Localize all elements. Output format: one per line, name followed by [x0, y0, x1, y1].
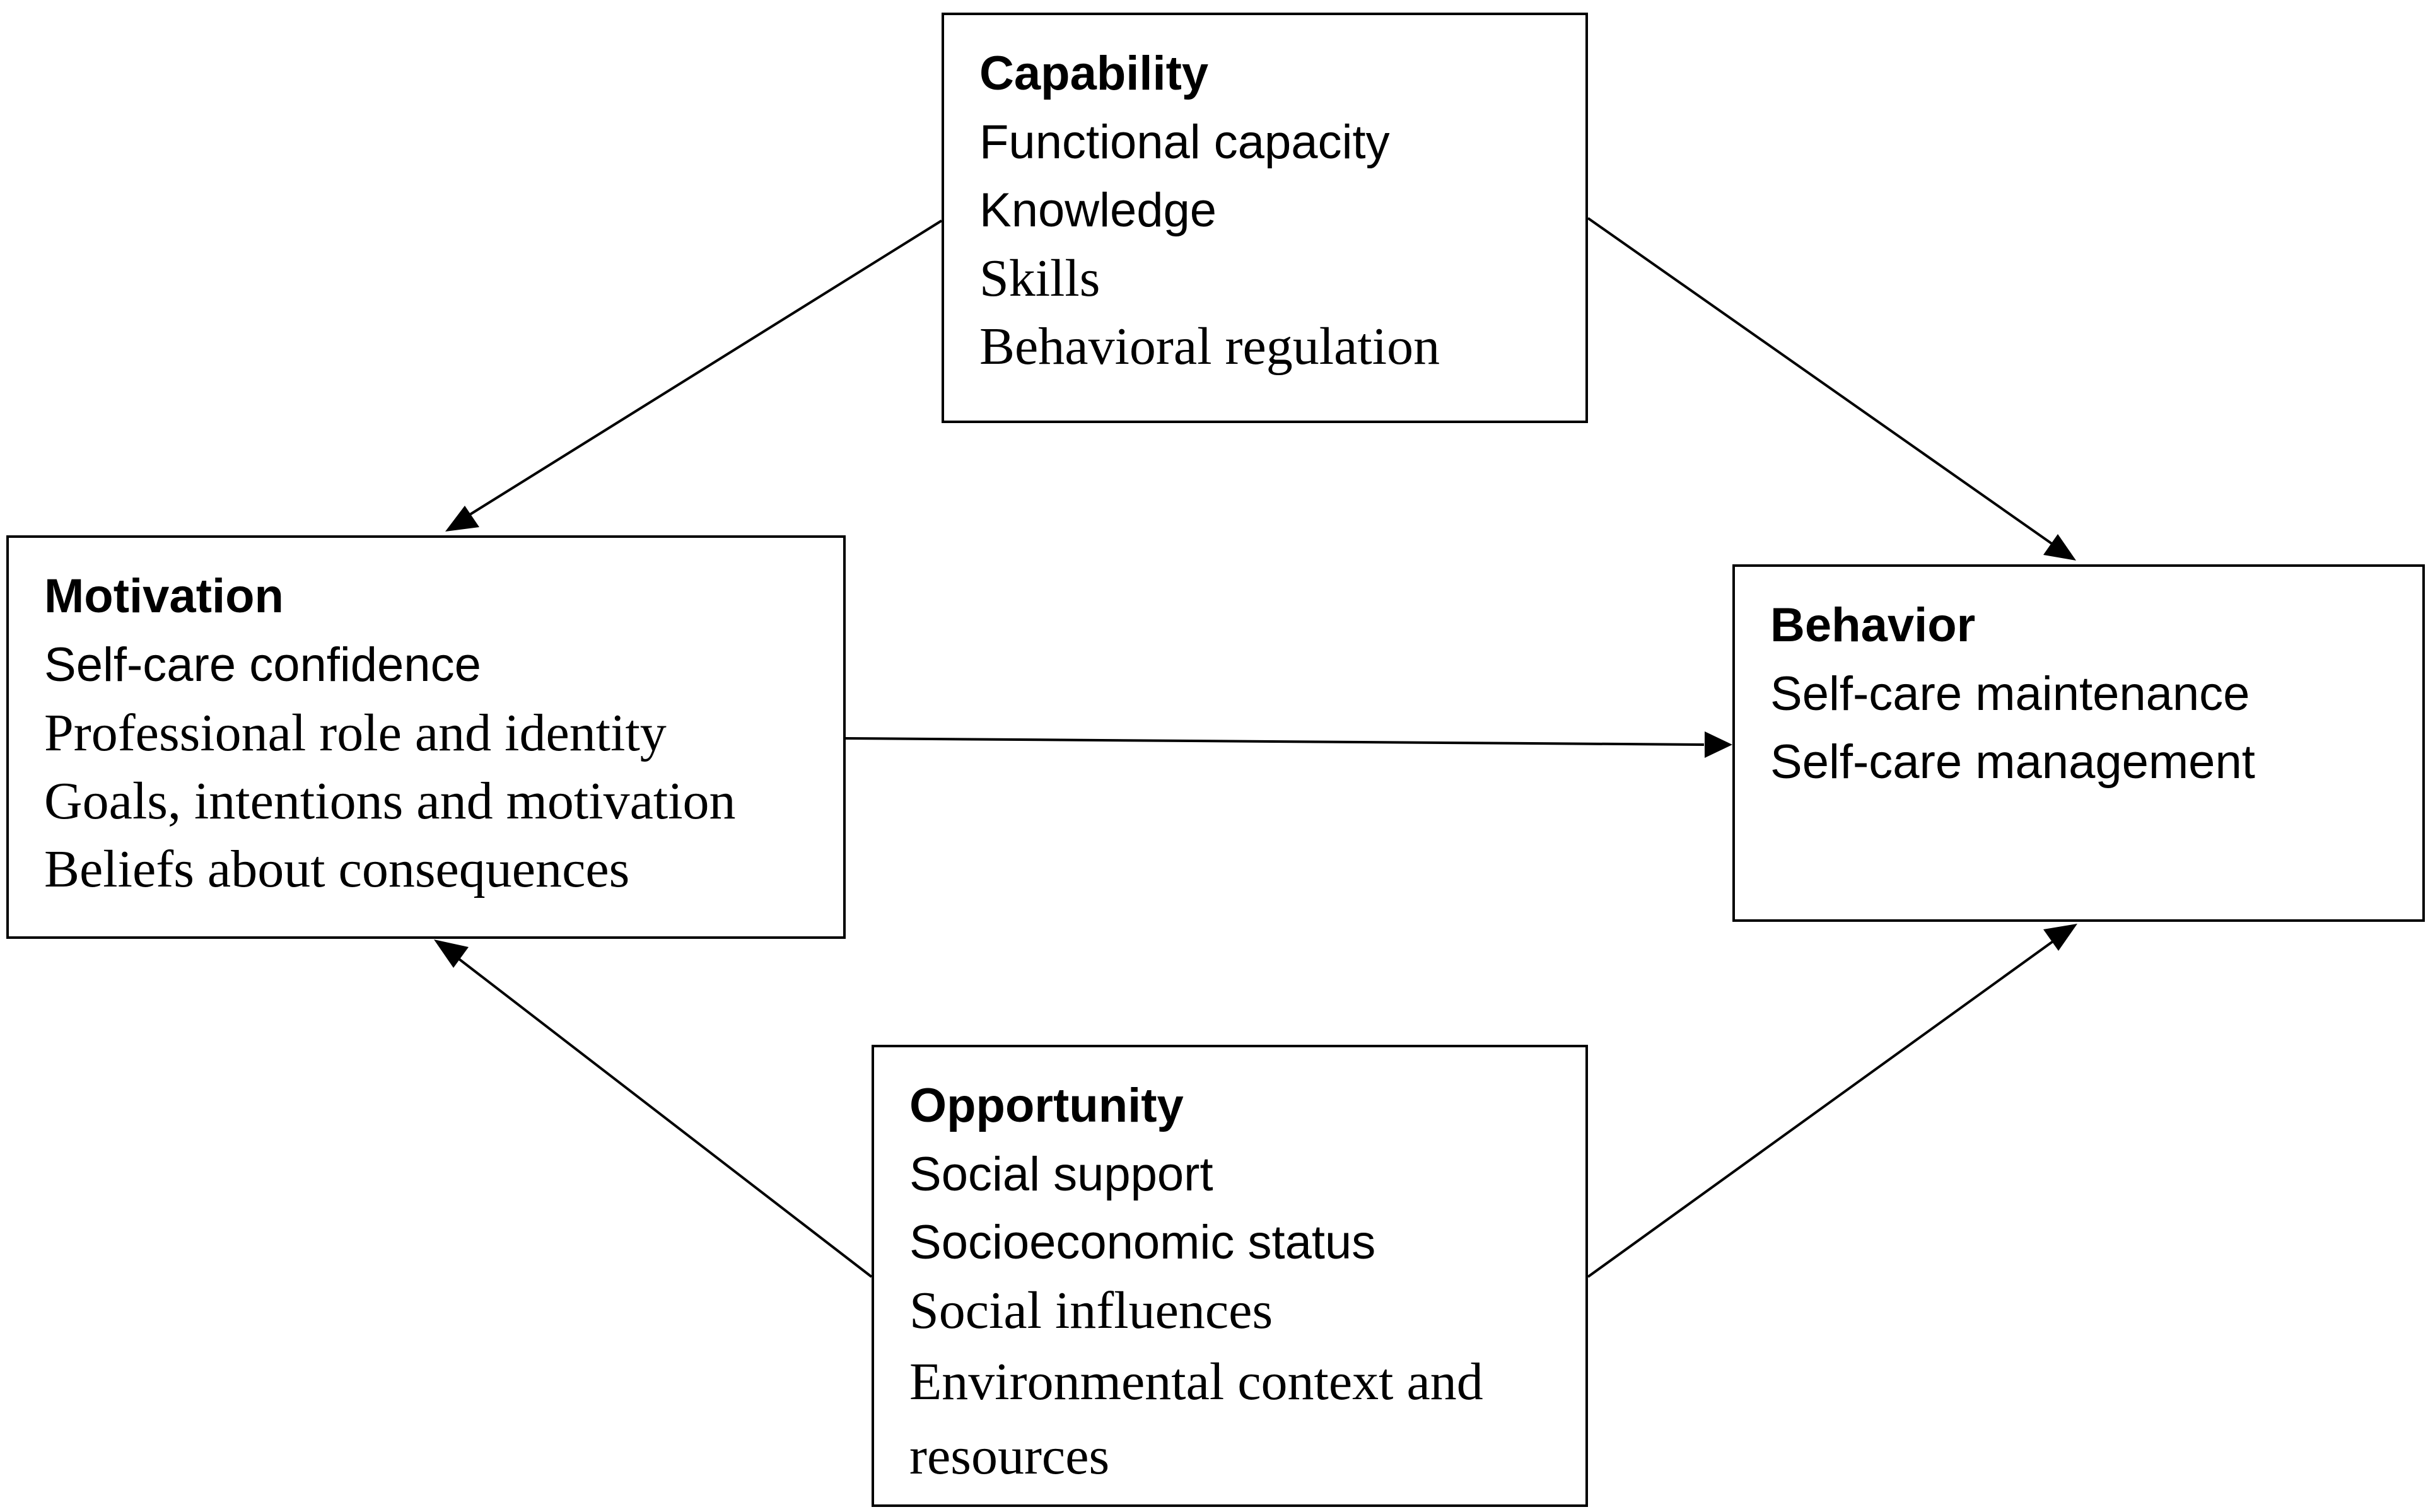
behavior-item: Self-care maintenance [1770, 667, 2250, 721]
opportunity-box: Opportunity Social support Socioeconomic… [872, 1045, 1588, 1507]
behavior-item: Self-care management [1770, 735, 2255, 789]
capability-item: Functional capacity [979, 115, 1390, 169]
opportunity-item: Environmental context and resources [909, 1352, 1483, 1486]
capability-box: Capability Functional capacity Knowledge… [942, 13, 1588, 423]
capability-item: Skills [979, 249, 1100, 308]
arrow-opportunity-to-motivation [434, 939, 873, 1278]
motivation-item: Professional role and identity [44, 704, 667, 762]
arrow-capability-to-motivation [445, 219, 943, 532]
motivation-item: Beliefs about consequences [44, 840, 630, 898]
opportunity-item: Socioeconomic status [909, 1216, 1376, 1269]
opportunity-item: Social influences [909, 1281, 1273, 1340]
opportunity-item: Social support [909, 1148, 1213, 1201]
capability-item: Behavioral regulation [979, 317, 1440, 376]
opportunity-title: Opportunity [909, 1079, 1184, 1132]
behavior-box: Behavior Self-care maintenance Self-care… [1732, 564, 2425, 922]
arrow-capability-to-behavior [1587, 217, 2076, 561]
motivation-item: Goals, intentions and motivation [44, 772, 736, 830]
arrow-opportunity-to-behavior [1587, 924, 2077, 1278]
motivation-box: Motivation Self-care confidence Professi… [6, 535, 846, 939]
behavior-title: Behavior [1770, 598, 1976, 652]
capability-item: Knowledge [979, 183, 1217, 237]
arrow-motivation-to-behavior [845, 731, 1732, 758]
motivation-item: Self-care confidence [44, 638, 481, 692]
motivation-title: Motivation [44, 569, 284, 623]
capability-title: Capability [979, 47, 1209, 100]
